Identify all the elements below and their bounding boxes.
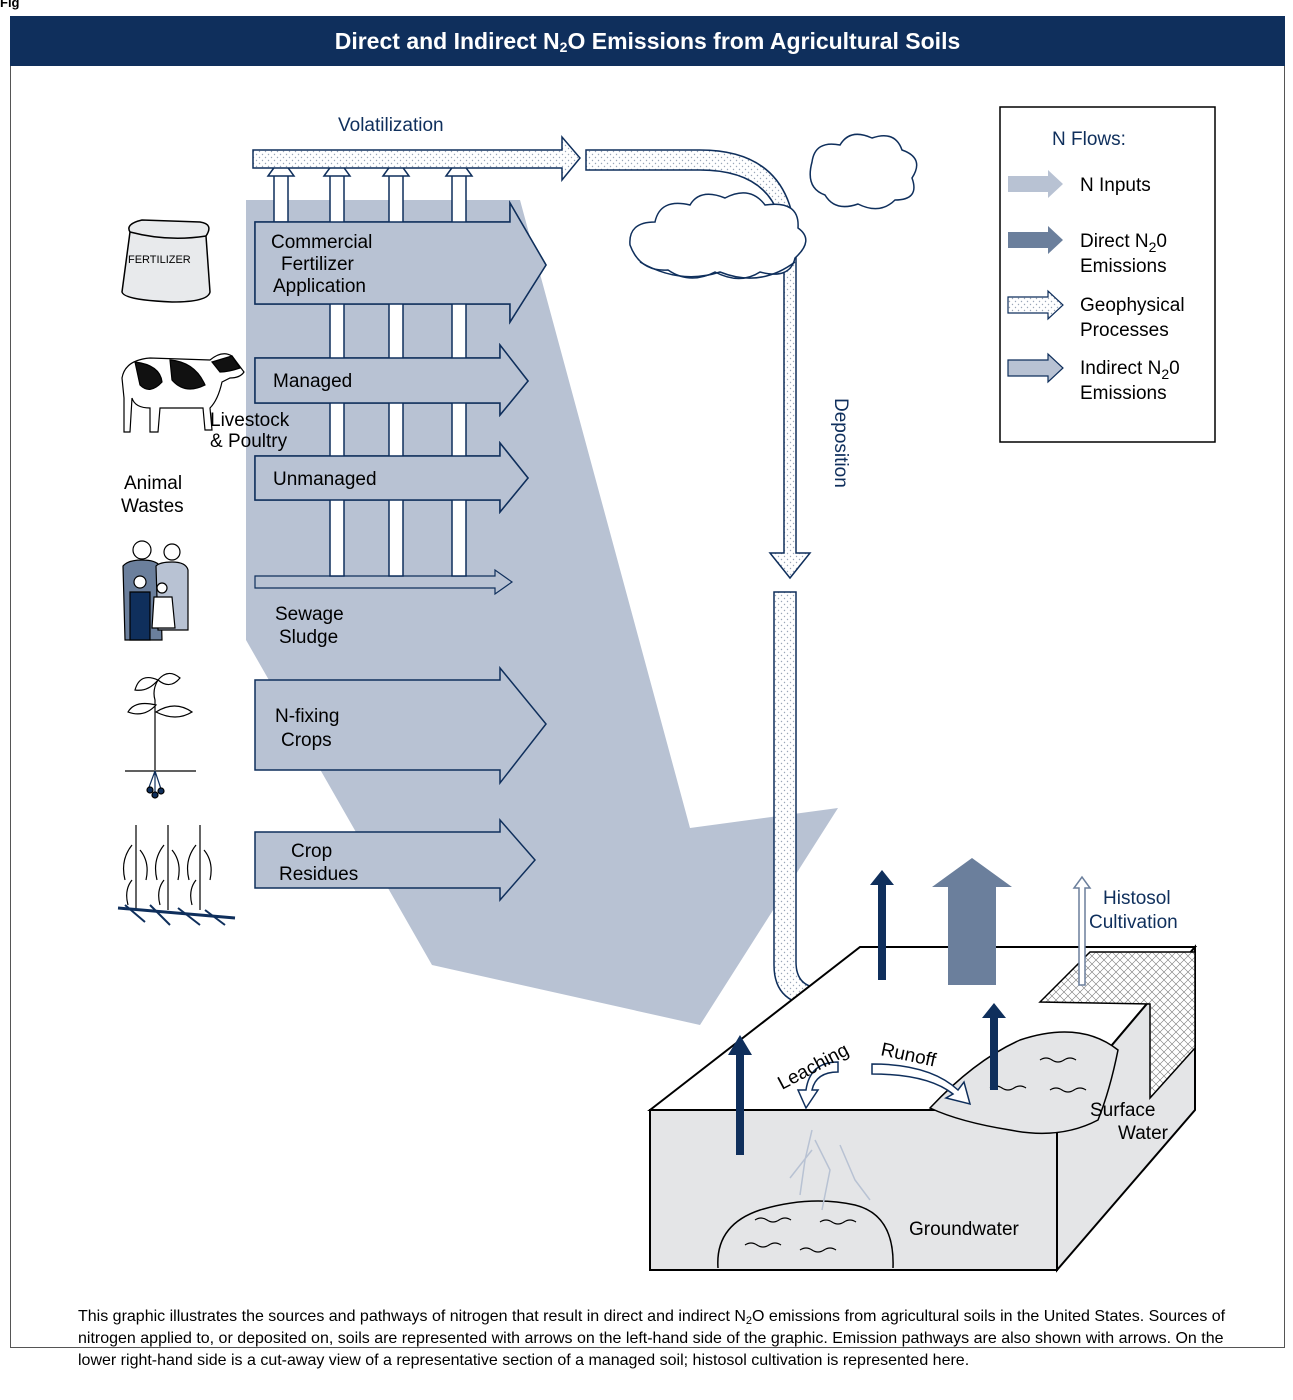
deposition-to-soil-arrow	[773, 591, 868, 1017]
animal-wastes-label-2: Wastes	[121, 496, 184, 517]
leaching-arrow	[796, 1061, 839, 1110]
sewage-label-1: Sewage	[275, 604, 344, 625]
deposition-label: Deposition	[830, 398, 851, 488]
corn-icon	[117, 825, 236, 926]
legend-indirect-swatch	[1007, 352, 1064, 384]
soil-block	[647, 944, 1198, 1273]
legend-direct-swatch	[1008, 226, 1063, 254]
title-text: Direct and Indirect N	[334, 28, 560, 54]
input-arrow-n-fixing	[254, 665, 547, 786]
n-fixing-label-1: N-fixing	[275, 706, 339, 727]
surface-water-label-1: Surface	[1090, 1100, 1155, 1121]
cow-icon	[121, 353, 245, 433]
volatilization-arrow	[252, 134, 581, 183]
histosol-label-1: Histosol	[1103, 888, 1171, 909]
unmanaged-label: Unmanaged	[273, 469, 377, 490]
histosol-label-2: Cultivation	[1089, 912, 1178, 933]
commercial-label-1: Commercial	[271, 232, 372, 253]
input-arrow-overlay	[254, 200, 547, 515]
caption-text-end: O emissions from agricultural soils in t…	[78, 1308, 1226, 1369]
legend-geophysical-label-2: Processes	[1080, 320, 1169, 341]
commercial-label-2: Fertilizer	[281, 254, 355, 275]
legend-direct-label: Direct N20	[1080, 231, 1167, 255]
clouds	[629, 133, 918, 280]
animal-wastes-label-1: Animal	[124, 473, 182, 494]
legend-direct-label-2: Emissions	[1080, 256, 1167, 277]
surface-water-label-2: Water	[1118, 1123, 1169, 1144]
legend-geophysical-swatch	[1007, 289, 1064, 321]
runoff-arrow	[871, 1063, 972, 1106]
family-icon	[122, 540, 189, 641]
fertilizer-bag-icon: FERTILIZER	[121, 219, 211, 303]
commercial-label-3: Application	[273, 276, 366, 297]
legend: N Flows: N Inputs Direct N20 Emissions G…	[999, 106, 1216, 443]
title-subscript: 2	[559, 39, 568, 55]
livestock-label-2: & Poultry	[210, 431, 288, 452]
livestock-label-1: Livestock	[210, 410, 290, 431]
histosol-arrow	[1072, 875, 1092, 986]
legend-indirect-label-2: Emissions	[1080, 383, 1167, 404]
managed-label: Managed	[273, 371, 352, 392]
input-arrow-crop-residues	[254, 818, 536, 902]
input-arrow-sewage	[254, 568, 514, 596]
water-ripples	[744, 1057, 1087, 1253]
title-text-end: O Emissions from Agricultural Soils	[567, 28, 961, 54]
crop-residues-label-2: Residues	[279, 864, 358, 885]
groundwater-label: Groundwater	[909, 1219, 1020, 1240]
sewage-label-2: Sludge	[279, 627, 338, 648]
caption-subscript: 2	[745, 1315, 753, 1327]
figure-label: Figure	[0, 0, 20, 10]
crop-residues-label-1: Crop	[291, 841, 332, 862]
legend-title: N Flows:	[1052, 129, 1126, 150]
legend-indirect-label: Indirect N20	[1080, 358, 1180, 382]
legend-n-inputs-label: N Inputs	[1080, 175, 1151, 196]
fertilizer-bag-label: FERTILIZER	[128, 254, 191, 266]
figure-caption: This graphic illustrates the sources and…	[78, 1306, 1258, 1372]
plant-icon	[125, 672, 196, 799]
caption-text: This graphic illustrates the sources and…	[78, 1308, 746, 1325]
legend-geophysical-label-1: Geophysical	[1080, 295, 1185, 316]
n-fixing-label-2: Crops	[281, 730, 332, 751]
direct-emission-arrows	[728, 870, 1006, 1155]
legend-n-inputs-swatch	[1008, 170, 1063, 198]
leaching-roots	[789, 1129, 871, 1211]
big-direct-emission-arrow	[932, 858, 1012, 985]
deposition-arrow	[585, 149, 812, 580]
volatilization-label: Volatilization	[338, 115, 444, 136]
figure-title: Direct and Indirect N2O Emissions from A…	[10, 16, 1285, 66]
